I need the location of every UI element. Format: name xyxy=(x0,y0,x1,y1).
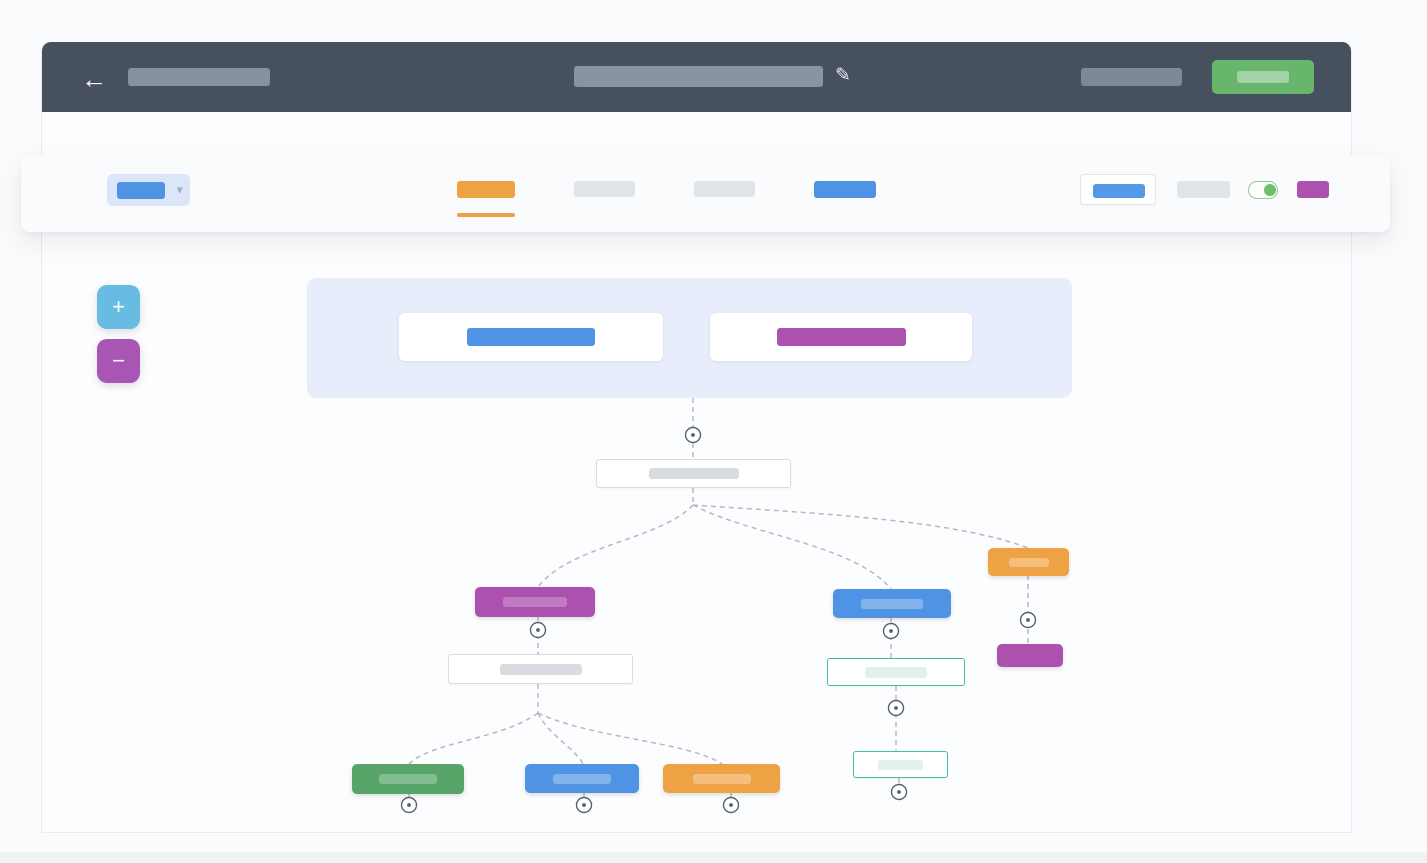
toggle-switch-on[interactable] xyxy=(1248,181,1278,199)
toolbar-purple-chip[interactable] xyxy=(1297,181,1329,198)
start-option-purple[interactable] xyxy=(710,313,972,361)
view-dropdown[interactable]: ▾ xyxy=(107,174,190,206)
node-label-placeholder xyxy=(1008,557,1049,567)
page-bottom-strip xyxy=(0,852,1427,863)
node-orange-branch[interactable] xyxy=(988,548,1069,576)
node-label-placeholder xyxy=(553,773,611,784)
app-header: ← ✎ xyxy=(42,42,1351,112)
node-blue-branch[interactable] xyxy=(833,589,951,618)
arrow-left-icon: ← xyxy=(81,64,107,94)
node-teal-outline-2[interactable] xyxy=(853,751,948,778)
header-status-placeholder xyxy=(1081,68,1182,86)
toolbar: ▾ xyxy=(21,155,1390,232)
zoom-in-button[interactable]: + xyxy=(97,285,140,329)
pencil-edit-icon[interactable]: ✎ xyxy=(835,65,851,86)
node-orange-leaf[interactable] xyxy=(663,764,780,793)
back-button[interactable]: ← xyxy=(78,63,110,95)
node-label-placeholder xyxy=(379,774,437,784)
node-root-outline[interactable] xyxy=(596,459,791,488)
tab-gray-1[interactable] xyxy=(574,181,635,197)
tab-active-orange[interactable] xyxy=(457,181,515,198)
active-tab-underline xyxy=(457,213,515,217)
header-breadcrumb-placeholder xyxy=(128,68,270,86)
dropdown-label-placeholder xyxy=(117,182,165,199)
node-green-leaf[interactable] xyxy=(352,764,464,794)
start-option-blue[interactable] xyxy=(399,313,663,361)
header-title-placeholder[interactable] xyxy=(574,66,823,87)
plus-icon: + xyxy=(112,294,125,319)
zoom-out-button[interactable]: − xyxy=(97,339,140,383)
toolbar-gray-chip[interactable] xyxy=(1177,181,1230,198)
node-purple-leaf[interactable] xyxy=(997,644,1063,667)
toggle-knob xyxy=(1263,183,1276,196)
toolbar-input[interactable] xyxy=(1080,174,1156,205)
minus-icon: − xyxy=(112,348,125,373)
node-label-placeholder xyxy=(878,759,923,770)
node-label-placeholder xyxy=(865,666,927,678)
node-label-placeholder xyxy=(648,468,739,479)
node-label-placeholder xyxy=(692,773,751,784)
start-option-blue-label-placeholder xyxy=(467,328,595,346)
node-label-placeholder xyxy=(861,598,923,609)
start-option-purple-label-placeholder xyxy=(776,328,906,346)
save-button-label-placeholder xyxy=(1237,71,1289,83)
start-panel xyxy=(307,278,1072,398)
node-question-outline[interactable] xyxy=(448,654,633,684)
node-teal-outline-1[interactable] xyxy=(827,658,965,686)
node-purple-branch[interactable] xyxy=(475,587,595,617)
input-value-placeholder xyxy=(1093,184,1145,198)
chevron-down-icon: ▾ xyxy=(176,182,183,197)
tab-gray-2[interactable] xyxy=(694,181,755,197)
save-button[interactable] xyxy=(1212,60,1314,94)
node-label-placeholder xyxy=(503,597,567,607)
node-blue-leaf[interactable] xyxy=(525,764,639,793)
tab-blue[interactable] xyxy=(814,181,876,198)
node-label-placeholder xyxy=(499,663,582,675)
